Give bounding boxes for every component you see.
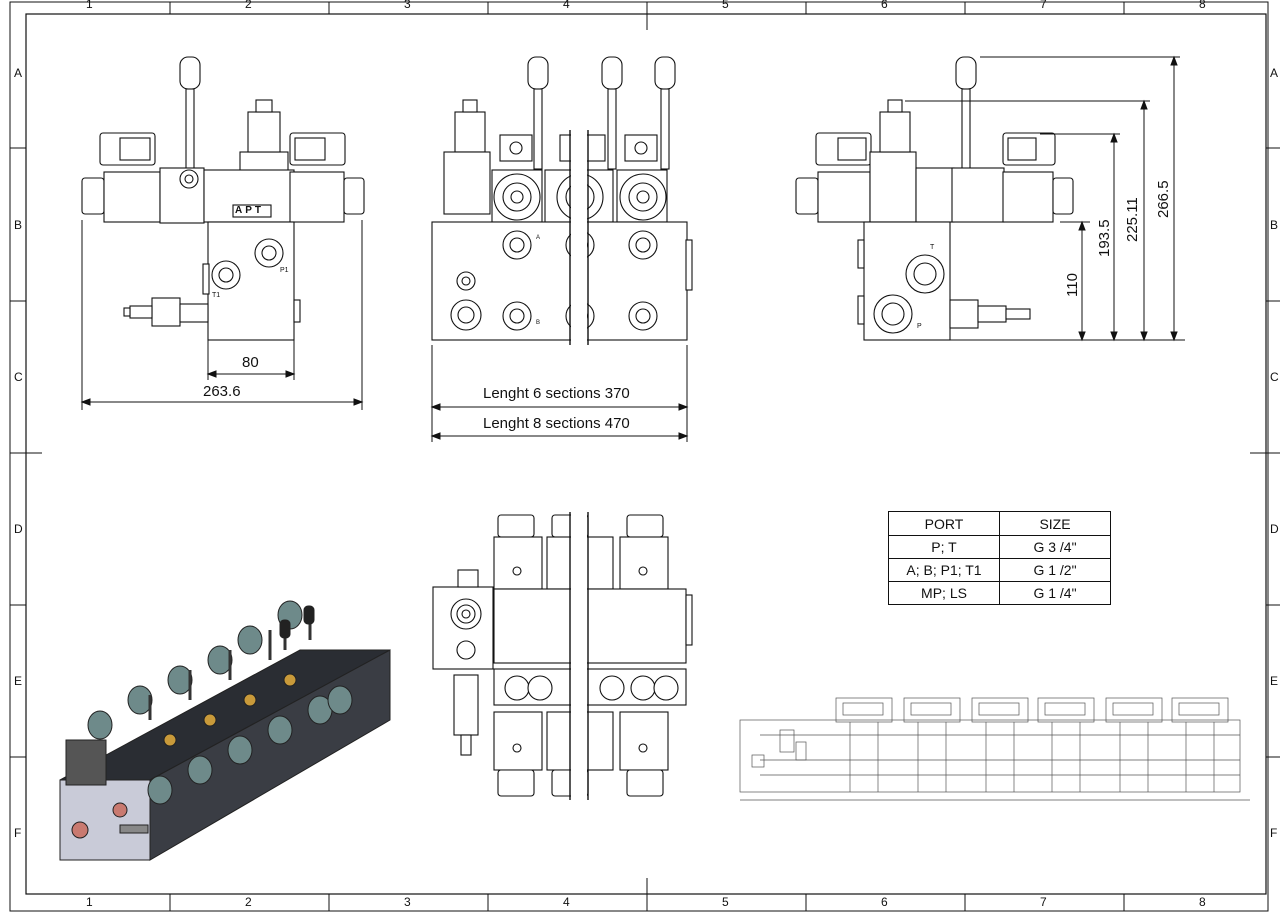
size-cell: G 1 /4" xyxy=(999,581,1111,605)
zone-right-b: B xyxy=(1270,218,1279,232)
zone-left-a: A xyxy=(14,66,23,80)
side-break-gap xyxy=(571,131,587,344)
zone-left-f: F xyxy=(14,826,22,840)
port-table-header-port: PORT xyxy=(888,511,1000,536)
hydraulic-schematic xyxy=(739,697,1250,801)
zone-bottom-4: 4 xyxy=(563,895,570,909)
zone-top-6: 6 xyxy=(881,0,888,11)
port-p1-label: P1 xyxy=(280,267,289,274)
column-ticks xyxy=(169,2,1125,911)
zone-bottom-6: 6 xyxy=(881,895,888,909)
dim-80-label: 80 xyxy=(242,354,259,371)
zone-top-7: 7 xyxy=(1040,0,1047,11)
front-dimensions xyxy=(80,220,364,410)
front-view xyxy=(81,56,365,341)
port-t-label: T xyxy=(930,244,935,251)
zone-right-d: D xyxy=(1270,522,1279,536)
table-row: A; B; P1; T1 G 1 /2" xyxy=(888,558,1111,582)
zone-right-a: A xyxy=(1270,66,1279,80)
zone-left-d: D xyxy=(14,522,23,536)
side-break-lines xyxy=(569,130,589,345)
zone-left-b: B xyxy=(14,218,23,232)
size-cell: G 1 /2" xyxy=(999,558,1111,582)
port-b-label: B xyxy=(536,320,541,326)
table-row: P; T G 3 /4" xyxy=(888,535,1111,559)
zone-left-e: E xyxy=(14,674,23,688)
table-row: MP; LS G 1 /4" xyxy=(888,581,1111,605)
port-p-label: P xyxy=(917,323,922,330)
zone-bottom-8: 8 xyxy=(1199,895,1206,909)
isometric-view xyxy=(59,600,391,861)
zone-top-1: 1 xyxy=(86,0,93,11)
zone-top-5: 5 xyxy=(722,0,729,11)
top-view xyxy=(432,514,693,797)
port-table-header-size: SIZE xyxy=(999,511,1111,536)
top-break-lines xyxy=(569,512,589,800)
port-size-table: PORT SIZE P; T G 3 /4" A; B; P1; T1 G 1 … xyxy=(888,511,1111,605)
port-cell: P; T xyxy=(888,535,1000,559)
zone-left-c: C xyxy=(14,370,23,384)
port-table-header-row: PORT SIZE xyxy=(888,511,1111,536)
zone-right-e: E xyxy=(1270,674,1279,688)
size-cell: G 3 /4" xyxy=(999,535,1111,559)
right-view xyxy=(795,56,1074,341)
zone-bottom-3: 3 xyxy=(404,895,411,909)
zone-top-3: 3 xyxy=(404,0,411,11)
port-a-label: A xyxy=(536,235,541,241)
zone-top-4: 4 xyxy=(563,0,570,11)
brand-label: APT xyxy=(235,205,264,216)
zone-right-c: C xyxy=(1270,370,1279,384)
dim-110-label: 110 xyxy=(1064,273,1081,297)
outer-border xyxy=(9,1,1269,912)
top-break-gap xyxy=(571,513,587,799)
right-dimensions xyxy=(905,55,1185,342)
zone-bottom-1: 1 xyxy=(86,895,93,909)
dim-266-label: 266.5 xyxy=(1155,180,1172,218)
port-cell: A; B; P1; T1 xyxy=(888,558,1000,582)
dim-263-label: 263.6 xyxy=(203,383,241,400)
side-dimensions xyxy=(430,345,689,442)
zone-right-f: F xyxy=(1270,826,1278,840)
zone-top-2: 2 xyxy=(245,0,252,11)
zone-bottom-2: 2 xyxy=(245,895,252,909)
inner-border xyxy=(25,13,1267,895)
port-t1-label: T1 xyxy=(212,292,221,299)
dim-225-label: 225.11 xyxy=(1124,197,1141,242)
dim-193-label: 193.5 xyxy=(1096,219,1113,257)
zone-top-8: 8 xyxy=(1199,0,1206,11)
zone-bottom-7: 7 xyxy=(1040,895,1047,909)
port-cell: MP; LS xyxy=(888,581,1000,605)
dim-length-8-label: Lenght 8 sections 470 xyxy=(483,415,630,432)
row-ticks xyxy=(10,147,1280,758)
side-view xyxy=(431,56,693,341)
zone-bottom-5: 5 xyxy=(722,895,729,909)
dim-length-6-label: Lenght 6 sections 370 xyxy=(483,385,630,402)
